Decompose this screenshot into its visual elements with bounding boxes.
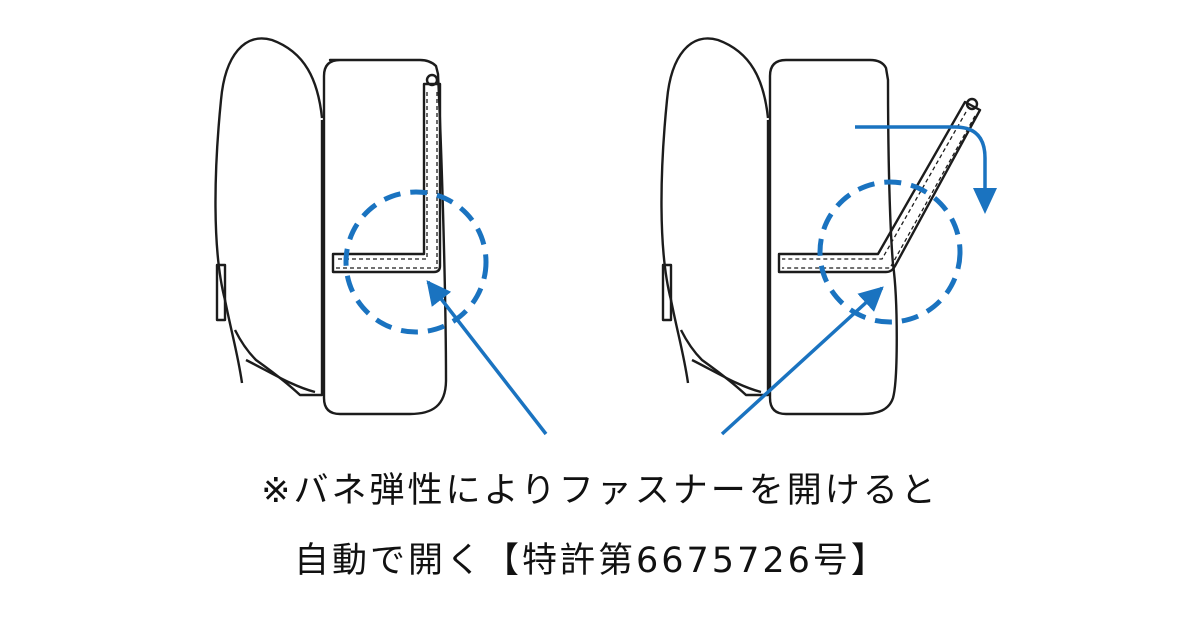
motion-arrow-head [973,188,997,214]
shoulder-strap-outline [233,120,324,397]
back-panel-outline [214,37,324,384]
backpack-open [660,37,982,416]
zipper-pull-open [965,97,979,111]
back-panel-outline [660,37,770,384]
strap-inner-line [691,358,762,394]
highlight-circle-right [817,179,963,325]
zipper-stitch-open [782,111,976,269]
zipper-stitch-closed [336,92,438,269]
shoulder-strap-outline [679,120,770,397]
caption-line-2: 自動で開く【特許第6675726号】 [294,541,889,581]
caption-line-1: ※バネ弾性によりファスナーを開けると [261,471,939,511]
bag-body-outline [322,58,448,416]
highlight-circle-left [343,189,489,335]
zipper-track-closed [331,82,442,274]
pointer-arrow-left [426,280,548,436]
zipper-pull-closed [425,73,439,87]
backpack-closed [214,37,448,416]
strap-buckle [661,263,673,322]
zipper-track-open [777,100,982,274]
motion-arrow [855,125,987,188]
pointer-arrow-right [720,286,884,436]
strap-buckle [215,263,227,322]
bag-body-outline [768,58,898,416]
strap-inner-line [245,358,316,394]
